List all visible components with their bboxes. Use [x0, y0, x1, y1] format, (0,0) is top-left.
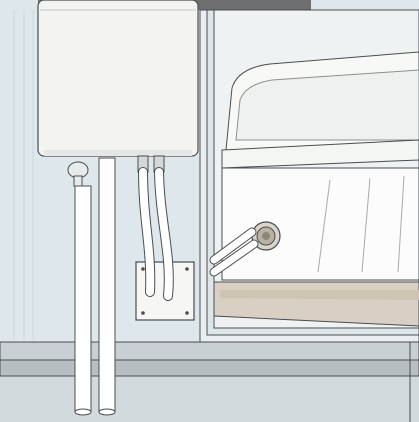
water-heater [38, 0, 198, 156]
bathtub [214, 52, 419, 326]
floor [0, 342, 419, 422]
